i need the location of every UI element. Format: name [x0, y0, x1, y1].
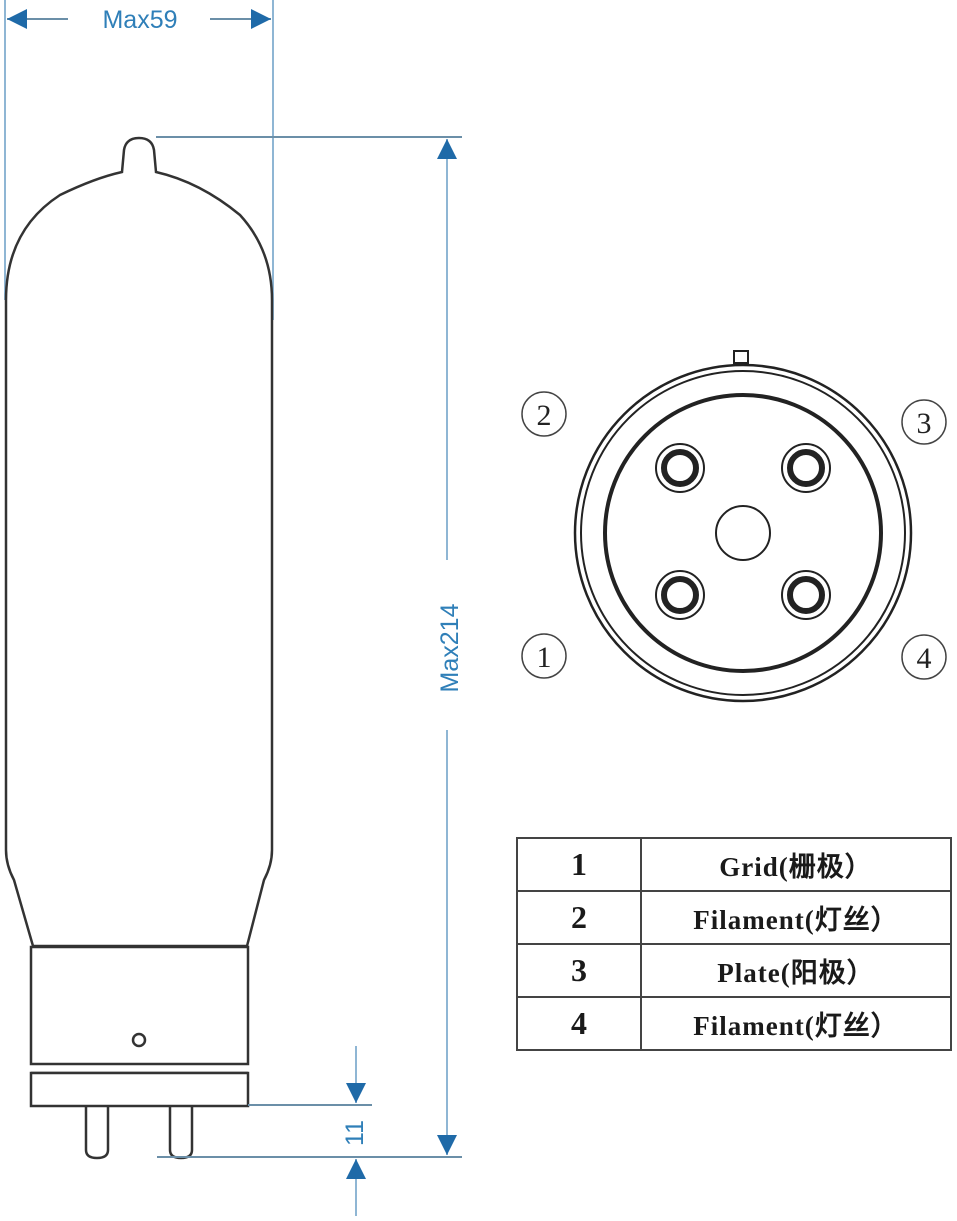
table-row: 4 Filament(灯丝）: [516, 996, 952, 1051]
width-dimension: Max59: [4, 0, 274, 320]
pin-function: Filament(灯丝）: [640, 890, 952, 945]
socket-bottom-view: [573, 350, 913, 703]
pin-hole-2: [655, 443, 705, 493]
svg-text:3: 3: [917, 407, 932, 440]
pin-label-2: 2: [521, 391, 567, 437]
tube-outline: [4, 136, 274, 1160]
pin-length-dimension: 11: [248, 1046, 372, 1216]
table-row: 3 Plate(阳极）: [516, 943, 952, 998]
width-label: Max59: [102, 6, 177, 34]
pin-function-table: 1 Grid(栅极） 2 Filament(灯丝） 3 Plate(阳极） 4 …: [516, 837, 952, 1051]
pin-number: 1: [516, 837, 642, 892]
pin-number: 2: [516, 890, 642, 945]
pin-function: Plate(阳极）: [640, 943, 952, 998]
pin-hole-1: [655, 570, 705, 620]
svg-text:2: 2: [537, 399, 552, 432]
pin-number: 4: [516, 996, 642, 1051]
pin-function: Filament(灯丝）: [640, 996, 952, 1051]
table-row: 1 Grid(栅极）: [516, 837, 952, 892]
height-dimension: Max214: [156, 136, 464, 1158]
pin-label-1: 1: [521, 633, 567, 679]
pin-number: 3: [516, 943, 642, 998]
pin-length-label: 11: [341, 1120, 369, 1146]
pin-function: Grid(栅极）: [640, 837, 952, 892]
svg-text:4: 4: [917, 642, 932, 675]
table-row: 2 Filament(灯丝）: [516, 890, 952, 945]
svg-text:1: 1: [537, 641, 552, 674]
pin-hole-3: [781, 443, 831, 493]
height-label: Max214: [436, 603, 464, 692]
pin-label-4: 4: [901, 634, 947, 680]
pin-label-3: 3: [901, 399, 947, 445]
pin-hole-4: [781, 570, 831, 620]
